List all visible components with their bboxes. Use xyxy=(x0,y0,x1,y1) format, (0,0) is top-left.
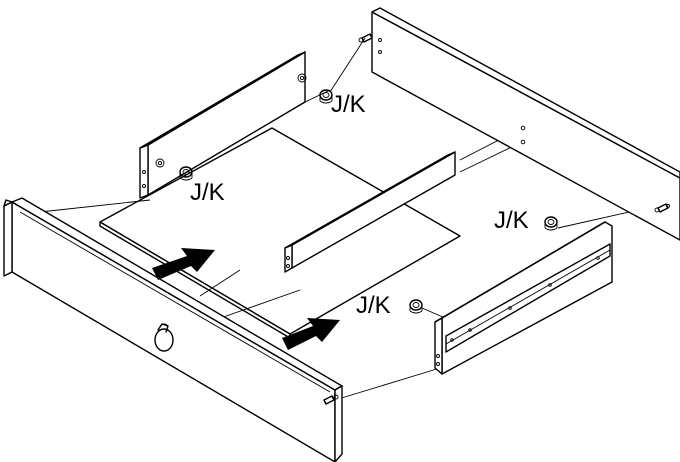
ring-pull-handle xyxy=(154,323,174,352)
label-jk-right-front: J/K xyxy=(356,292,391,319)
dowel-back-panel-top xyxy=(358,33,373,43)
right-side-panel xyxy=(434,221,613,375)
left-side-panel xyxy=(139,51,307,199)
label-jk-right-side: J/K xyxy=(494,207,529,234)
dowel-divider xyxy=(520,125,526,145)
cam-fitting-right-front xyxy=(409,299,423,314)
cam-fitting-front-left xyxy=(179,166,193,181)
back-panel xyxy=(371,7,680,241)
center-divider xyxy=(284,151,456,273)
cam-fitting-back-left xyxy=(319,89,333,104)
arrow-upper xyxy=(152,248,215,280)
fittings xyxy=(179,33,669,405)
cam-fitting-right-rear xyxy=(544,216,558,231)
insertion-arrows xyxy=(152,248,340,350)
arrow-lower xyxy=(282,318,340,350)
front-panel xyxy=(3,197,343,462)
label-jk-back-left: J/K xyxy=(331,91,366,118)
dowel-front-right xyxy=(323,394,339,405)
dowel-back-panel-bottom xyxy=(654,203,669,213)
label-jk-front-left: J/K xyxy=(190,179,225,206)
